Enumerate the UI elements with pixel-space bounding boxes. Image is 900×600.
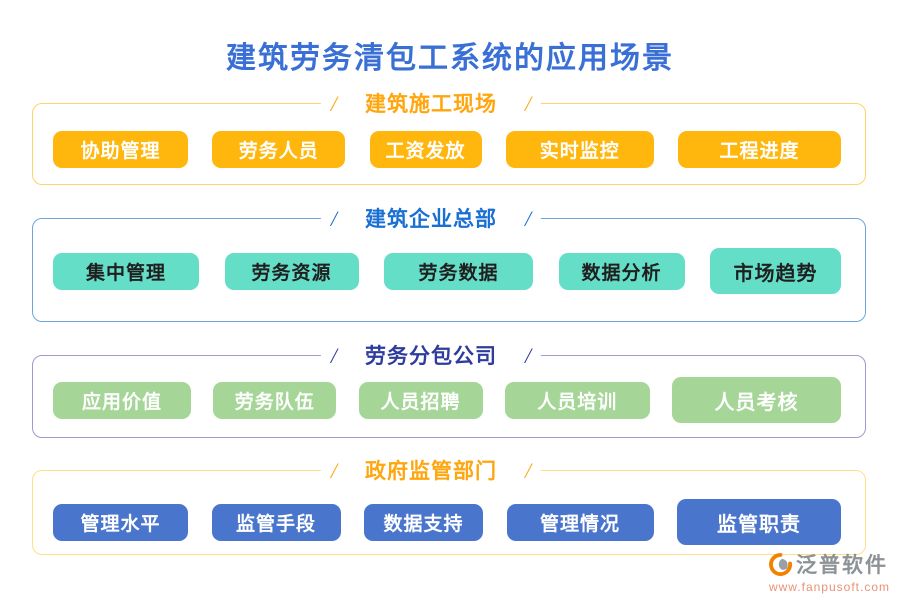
button-assist-management[interactable]: 协助管理: [53, 130, 188, 168]
button-realtime-monitoring[interactable]: 实时监控: [505, 130, 654, 168]
button-labor-personnel[interactable]: 劳务人员: [212, 130, 346, 168]
slash-decoration: /: [525, 343, 532, 368]
button-row: 管理水平 监管手段 数据支持 管理情况 监管职责: [53, 471, 841, 554]
button-personnel-recruitment[interactable]: 人员招聘: [358, 381, 483, 419]
section-header-construction-site: / 建筑施工现场 /: [320, 91, 542, 117]
slash-decoration: /: [330, 458, 337, 483]
button-data-support[interactable]: 数据支持: [364, 503, 483, 541]
page-title: 建筑劳务清包工系统的应用场景: [226, 42, 674, 75]
button-management-level[interactable]: 管理水平: [53, 503, 188, 541]
watermark-brand-row: 泛普软件: [769, 549, 890, 579]
section-enterprise-headquarters: / 建筑企业总部 / 集中管理 劳务资源 劳务数据 数据分析 市场趋势: [32, 206, 866, 322]
section-header-enterprise-headquarters: / 建筑企业总部 /: [320, 206, 542, 232]
slash-decoration: /: [330, 206, 337, 231]
button-wage-payment[interactable]: 工资发放: [369, 130, 482, 168]
slash-decoration: /: [330, 343, 337, 368]
button-personnel-assessment[interactable]: 人员考核: [672, 377, 841, 423]
button-application-value[interactable]: 应用价值: [53, 381, 191, 419]
button-management-status[interactable]: 管理情况: [506, 503, 654, 541]
button-row: 集中管理 劳务资源 劳务数据 数据分析 市场趋势: [53, 219, 841, 321]
slash-decoration: /: [525, 206, 532, 231]
slash-decoration: /: [330, 91, 337, 116]
button-centralized-management[interactable]: 集中管理: [53, 252, 199, 290]
fanpu-logo-icon: [769, 552, 792, 576]
button-labor-data[interactable]: 劳务数据: [384, 252, 533, 290]
button-personnel-training[interactable]: 人员培训: [504, 381, 650, 419]
section-title: 建筑企业总部: [365, 207, 497, 231]
button-labor-team[interactable]: 劳务队伍: [213, 381, 337, 419]
website-url: www.fanpusoft.com: [768, 580, 890, 594]
button-supervision-methods[interactable]: 监管手段: [211, 503, 341, 541]
section-labor-subcontractor: / 劳务分包公司 / 应用价值 劳务队伍 人员招聘 人员培训 人员考核: [32, 343, 866, 438]
section-construction-site: / 建筑施工现场 / 协助管理 劳务人员 工资发放 实时监控 工程进度: [32, 91, 866, 185]
section-title: 建筑施工现场: [365, 92, 497, 116]
button-supervision-duties[interactable]: 监管职责: [677, 499, 841, 545]
section-government-regulator: / 政府监管部门 / 管理水平 监管手段 数据支持 管理情况 监管职责: [32, 458, 866, 555]
button-row: 应用价值 劳务队伍 人员招聘 人员培训 人员考核: [53, 356, 841, 437]
button-market-trends[interactable]: 市场趋势: [710, 248, 841, 294]
section-title: 政府监管部门: [365, 459, 497, 483]
brand-name: 泛普软件: [795, 553, 888, 577]
slash-decoration: /: [525, 458, 532, 483]
section-header-labor-subcontractor: / 劳务分包公司 /: [320, 343, 542, 369]
button-data-analysis[interactable]: 数据分析: [558, 252, 685, 290]
section-header-government-regulator: / 政府监管部门 /: [320, 458, 542, 484]
button-labor-resources[interactable]: 劳务资源: [224, 252, 359, 290]
button-project-progress[interactable]: 工程进度: [678, 130, 841, 168]
watermark: 泛普软件 www.fanpusoft.com: [769, 549, 890, 594]
section-title: 劳务分包公司: [365, 344, 497, 368]
slash-decoration: /: [525, 91, 532, 116]
button-row: 协助管理 劳务人员 工资发放 实时监控 工程进度: [53, 104, 841, 184]
